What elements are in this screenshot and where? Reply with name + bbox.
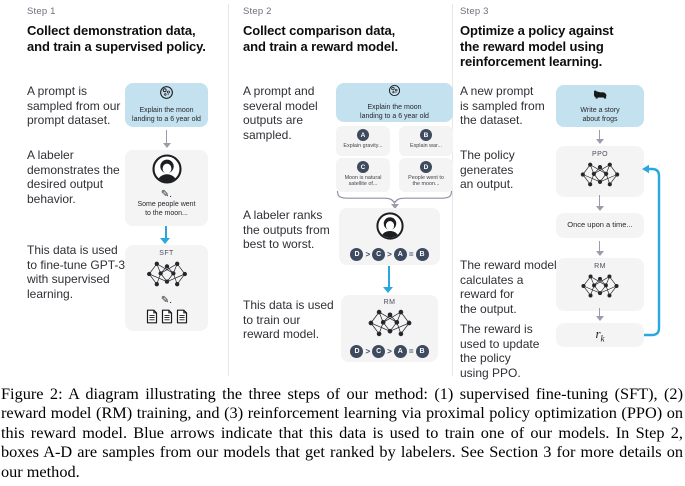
rank-badge: D [350, 248, 364, 261]
sample-text: Explain war... [409, 143, 443, 149]
step2-label: Step 2 [243, 6, 272, 17]
pencil-icon: ✎. [160, 189, 173, 200]
rank-separator: > [365, 347, 371, 356]
down-arrow-icon [161, 130, 173, 148]
policy-output-box: Once upon a time... [556, 213, 644, 238]
documents-icon [146, 309, 188, 324]
step3-label: Step 3 [460, 6, 489, 17]
rank-badge: C [372, 248, 386, 261]
policy-output-text: Once upon a time... [567, 220, 633, 230]
sample-text: Explain gravity... [343, 143, 383, 149]
rank-badge: C [372, 345, 386, 358]
step2-heading: Collect comparison data, and train a rew… [243, 23, 398, 54]
sample-box-c: C Moon is natural satellite of... [336, 158, 390, 192]
frog-icon [592, 87, 608, 105]
neural-net-icon [575, 161, 625, 193]
step1-prompt-box: Explain the moon landing to a 6 year old [125, 83, 208, 127]
step1-text-labeler: A labeler demonstrates the desired outpu… [27, 148, 120, 206]
reward-value-box: rk [556, 323, 644, 347]
down-arrow-icon [594, 308, 606, 321]
step2-text-sampled: A prompt and several model outputs are s… [243, 84, 318, 142]
rank-badge: A [393, 345, 407, 358]
rank-badge: A [393, 248, 407, 261]
step1-heading: Collect demonstration data, and train a … [27, 23, 206, 54]
pencil-icon: ✎. [160, 295, 173, 306]
step1-demo-text: Some people went to the moon... [137, 201, 196, 217]
sample-text: People went to the moon... [408, 175, 444, 188]
rank-badge: B [415, 345, 429, 358]
train-arrow-icon [382, 266, 395, 293]
rank-separator: > [387, 250, 392, 259]
step3-text-policy: The policy generates an output. [460, 148, 515, 192]
sample-text: Moon is natural satellite of... [344, 175, 382, 188]
labeler-avatar-icon [375, 212, 404, 245]
ppo-policy-box: PPO [556, 146, 644, 197]
moon-icon [159, 85, 174, 105]
step3-prompt-text: Write a story about frogs [580, 107, 620, 123]
sample-letter-badge: C [357, 161, 369, 173]
column-divider [452, 4, 453, 376]
down-arrow-icon [594, 195, 606, 211]
ranking-row: D > C > A = B [350, 248, 429, 261]
step2-prompt-box: Explain the moon landing to a 6 year old [336, 83, 453, 122]
rank-separator: = [408, 250, 414, 259]
down-arrow-icon [594, 130, 606, 144]
step1-text-finetune: This data is used to fine-tune GPT-3 wit… [27, 243, 126, 301]
labeler-avatar-icon [151, 154, 182, 189]
step1-prompt-text: Explain the moon landing to a 6 year old [132, 107, 201, 123]
sample-box-a: A Explain gravity... [336, 126, 390, 156]
sample-box-d: D People went to the moon... [399, 158, 453, 192]
step2-text-ranks: A labeler ranks the outputs from best to… [243, 208, 330, 252]
step1-label: Step 1 [27, 6, 56, 17]
moon-icon [388, 84, 401, 102]
step2-prompt-text: Explain the moon landing to a 6 year old [360, 103, 429, 120]
reward-symbol: rk [595, 326, 605, 344]
step3-text-update: The reward is used to update the policy … [460, 322, 540, 380]
rm-label: RM [594, 263, 606, 270]
train-arrow-icon [159, 226, 172, 244]
sample-box-b: B Explain war... [399, 126, 453, 156]
step3-text-new-prompt: A new prompt is sampled from the dataset… [460, 84, 545, 128]
sft-model-box: SFT ✎. [125, 245, 208, 331]
ppo-label: PPO [592, 151, 608, 158]
reward-model-box: RM D > C > A = B [341, 295, 438, 362]
step3-prompt-box: Write a story about frogs [556, 85, 644, 127]
down-arrow-icon [594, 241, 606, 256]
reward-model-box-step3: RM [556, 258, 644, 311]
step3-text-reward-calc: The reward model calculates a reward for… [460, 258, 557, 316]
ranking-row: D > C > A = B [350, 345, 429, 358]
neural-net-icon [140, 260, 194, 293]
figure-caption: Figure 2: A diagram illustrating the thr… [1, 384, 683, 481]
sample-letter-badge: A [357, 129, 369, 141]
step1-demonstration-box: ✎. Some people went to the moon... [125, 150, 208, 226]
rm-label: RM [383, 299, 396, 306]
neural-net-icon [361, 308, 419, 343]
neural-net-icon [576, 273, 624, 304]
sft-label: SFT [159, 250, 174, 257]
step1-text-prompt: A prompt is sampled from our prompt data… [27, 84, 121, 128]
rank-badge: B [415, 248, 429, 261]
column-divider [228, 4, 229, 376]
sample-letter-badge: D [420, 161, 432, 173]
step2-text-train: This data is used to train our reward mo… [243, 298, 334, 342]
rank-separator: > [387, 347, 392, 356]
step3-heading: Optimize a policy against the reward mod… [460, 23, 614, 69]
rank-separator: > [365, 250, 371, 259]
rank-separator: = [408, 347, 414, 356]
step2-ranking-box: D > C > A = B [339, 208, 440, 265]
down-arrow-icon [389, 201, 401, 209]
ppo-update-loop-arrow-icon [640, 158, 670, 345]
sample-letter-badge: B [420, 129, 432, 141]
rank-badge: D [350, 345, 364, 358]
